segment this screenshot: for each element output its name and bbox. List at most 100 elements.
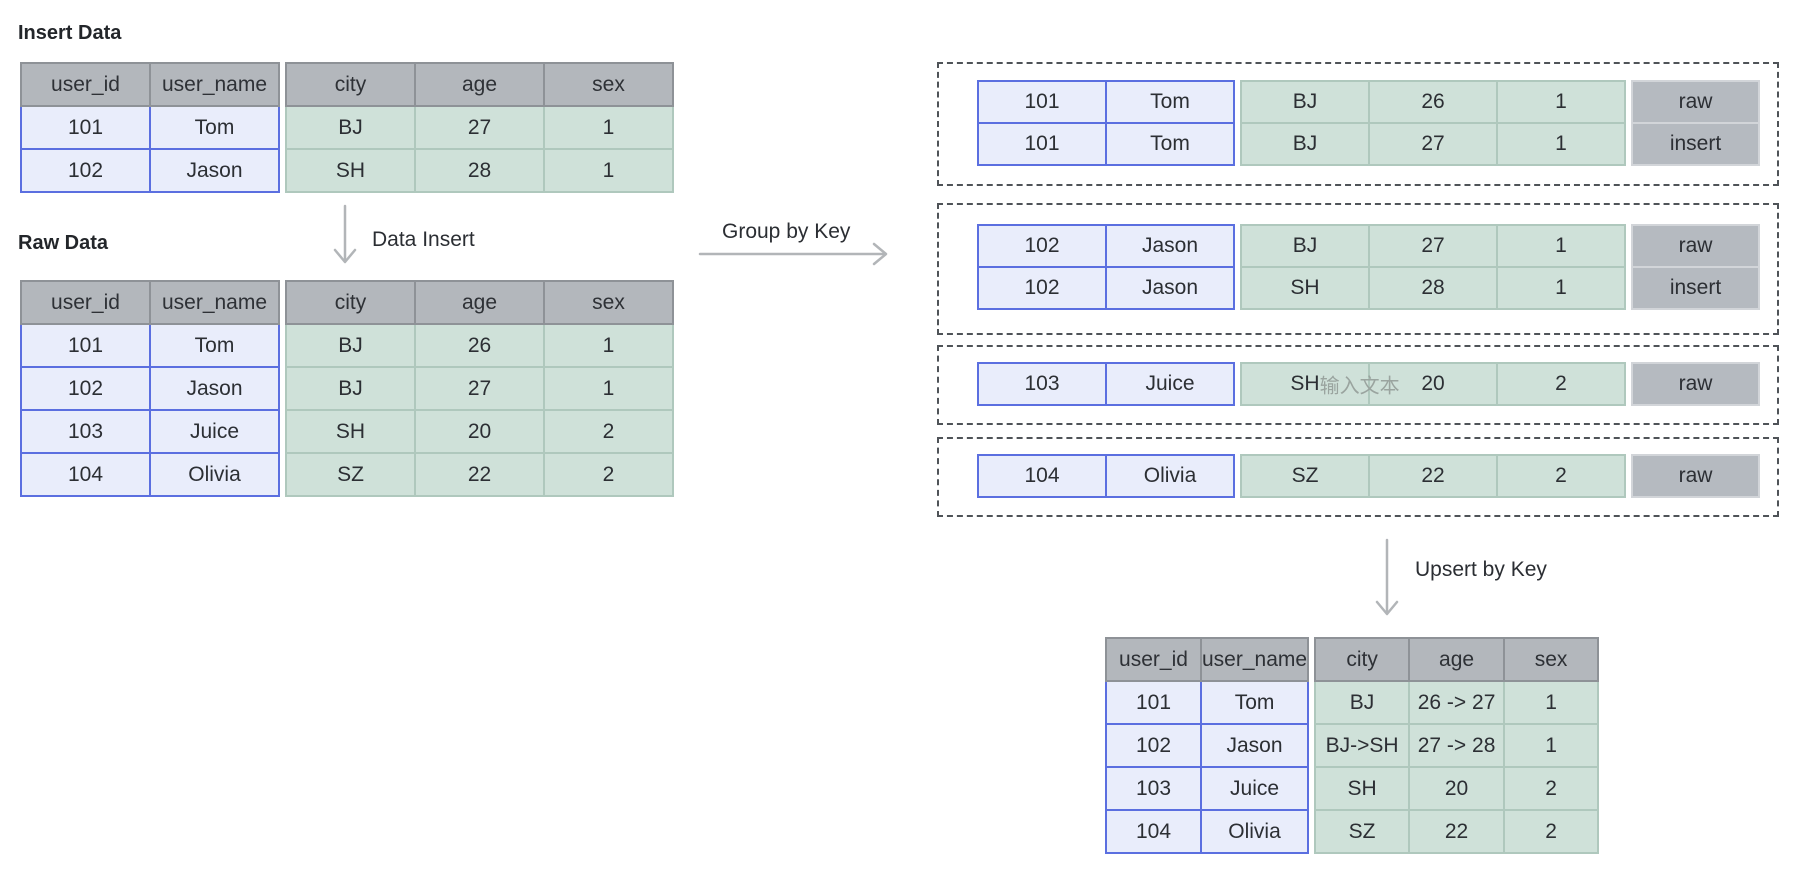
table-cell: Jason xyxy=(149,148,280,193)
column-header-sex: sex xyxy=(1503,637,1600,682)
table-cell: 1 xyxy=(1496,122,1626,166)
table-cell: 26 xyxy=(1368,80,1498,124)
result-key-table: user_id user_name 101 Tom 102 Jason 103 … xyxy=(1105,637,1310,854)
group-key-table: 104 Olivia xyxy=(977,454,1235,498)
group-key-table: 102 Jason 102 Jason xyxy=(977,224,1235,310)
table-cell: 27 -> 28 xyxy=(1408,723,1506,768)
table-cell: 1 xyxy=(1503,723,1600,768)
row-tag: raw xyxy=(1631,80,1760,124)
table-cell: BJ xyxy=(285,105,416,150)
group-tag-table: raw xyxy=(1631,362,1760,406)
city-value: SH xyxy=(1290,372,1320,395)
table-cell: 102 xyxy=(977,224,1107,268)
table-cell: 2 xyxy=(1503,766,1600,811)
table-cell: BJ xyxy=(285,323,416,368)
group-by-key-arrow-icon xyxy=(698,242,888,266)
placeholder-text: 输入文本 xyxy=(1319,375,1400,398)
table-cell: 104 xyxy=(977,454,1107,498)
row-tag: insert xyxy=(1631,122,1760,166)
table-cell: 2 xyxy=(1496,362,1626,406)
table-cell: Jason xyxy=(149,366,280,411)
table-cell: BJ xyxy=(1240,80,1370,124)
group-box-104: 104 Olivia SZ 22 2 raw xyxy=(937,437,1779,517)
raw-data-title: Raw Data xyxy=(18,232,109,254)
raw-value-table: city age sex BJ 26 1 BJ 27 1 SH 20 2 SZ xyxy=(285,280,674,497)
table-cell: Olivia xyxy=(149,452,280,497)
upsert-by-key-arrow-icon xyxy=(1375,538,1399,616)
column-header-user-id: user_id xyxy=(20,280,151,325)
group-key-table: 103 Juice xyxy=(977,362,1235,406)
table-cell: 102 xyxy=(20,366,151,411)
insert-key-table: user_id user_name 101 Tom 102 Jason xyxy=(20,62,280,193)
group-key-table: 101 Tom 101 Tom xyxy=(977,80,1235,166)
insert-value-table: city age sex BJ 27 1 SH 28 1 xyxy=(285,62,674,193)
table-cell: 104 xyxy=(1105,809,1202,854)
table-cell: 27 xyxy=(414,366,545,411)
column-header-city: city xyxy=(285,62,416,107)
table-cell: Juice xyxy=(149,409,280,454)
insert-data-title: Insert Data xyxy=(18,22,122,44)
column-header-user-name: user_name xyxy=(149,280,280,325)
table-cell: 101 xyxy=(977,80,1107,124)
group-value-table: BJ 27 1 SH 28 1 xyxy=(1240,224,1626,310)
row-tag: raw xyxy=(1631,224,1760,268)
table-cell: Tom xyxy=(1105,80,1235,124)
data-insert-arrow-icon xyxy=(333,204,357,264)
table-cell: 22 xyxy=(1408,809,1506,854)
column-header-age: age xyxy=(414,62,545,107)
table-cell: 2 xyxy=(1503,809,1600,854)
table-cell: 22 xyxy=(414,452,545,497)
table-cell: 26 -> 27 xyxy=(1408,680,1506,725)
table-cell: Tom xyxy=(1199,680,1310,725)
group-box-102: 102 Jason 102 Jason BJ 27 1 SH 28 xyxy=(937,203,1779,335)
table-cell: 2 xyxy=(543,409,674,454)
table-cell: 1 xyxy=(543,366,674,411)
table-cell: 1 xyxy=(543,105,674,150)
table-cell: Tom xyxy=(149,105,280,150)
table-cell: BJ xyxy=(1240,122,1370,166)
table-cell: 27 xyxy=(414,105,545,150)
column-header-city: city xyxy=(1314,637,1411,682)
column-header-age: age xyxy=(1408,637,1506,682)
table-cell: BJ->SH xyxy=(1314,723,1411,768)
table-cell: 1 xyxy=(1496,266,1626,310)
table-cell: 1 xyxy=(1496,224,1626,268)
column-header-user-id: user_id xyxy=(20,62,151,107)
table-cell: Jason xyxy=(1199,723,1310,768)
table-cell: Jason xyxy=(1105,266,1235,310)
table-cell: 101 xyxy=(977,122,1107,166)
row-tag: raw xyxy=(1631,454,1760,498)
table-cell: Olivia xyxy=(1105,454,1235,498)
group-tag-table: raw xyxy=(1631,454,1760,498)
table-cell: 26 xyxy=(414,323,545,368)
table-cell: SZ xyxy=(285,452,416,497)
table-cell: SH xyxy=(285,148,416,193)
table-cell: SH xyxy=(1314,766,1411,811)
table-cell: 1 xyxy=(543,323,674,368)
data-insert-label: Data Insert xyxy=(372,228,475,251)
table-cell: 101 xyxy=(20,323,151,368)
group-tag-table: raw insert xyxy=(1631,224,1760,310)
result-value-table: city age sex BJ 26 -> 27 1 BJ->SH 27 -> … xyxy=(1314,637,1600,854)
table-cell: 1 xyxy=(1496,80,1626,124)
upsert-by-key-label: Upsert by Key xyxy=(1415,558,1547,581)
table-cell: BJ xyxy=(285,366,416,411)
result-table: user_id user_name 101 Tom 102 Jason 103 … xyxy=(1105,637,1600,854)
column-header-sex: sex xyxy=(543,62,674,107)
table-cell: 103 xyxy=(20,409,151,454)
table-cell: 104 xyxy=(20,452,151,497)
table-cell: 20 xyxy=(414,409,545,454)
table-cell: 27 xyxy=(1368,224,1498,268)
table-cell: Juice xyxy=(1105,362,1235,406)
raw-key-table: user_id user_name 101 Tom 102 Jason 103 … xyxy=(20,280,280,497)
table-cell: 1 xyxy=(543,148,674,193)
table-cell: 20 xyxy=(1368,362,1498,406)
table-cell: 103 xyxy=(977,362,1107,406)
group-tag-table: raw insert xyxy=(1631,80,1760,166)
table-cell: Tom xyxy=(1105,122,1235,166)
table-cell: 102 xyxy=(20,148,151,193)
table-cell: SZ xyxy=(1314,809,1411,854)
